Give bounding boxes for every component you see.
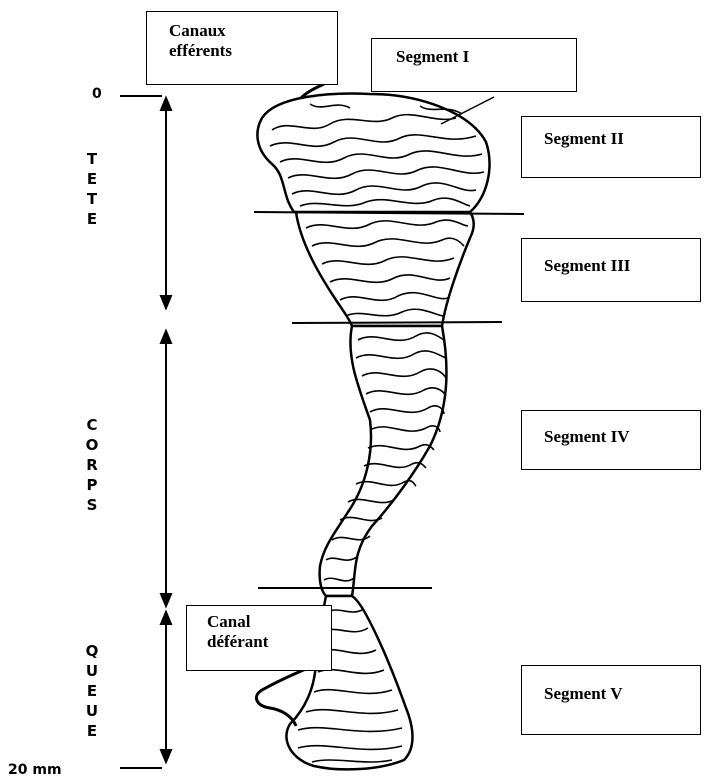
tail-section	[285, 594, 414, 771]
region-letter: E	[86, 722, 98, 740]
label-box-segment-1: Segment I	[371, 38, 577, 92]
tete-arrow	[159, 95, 173, 311]
region-letter: R	[86, 456, 98, 474]
corps-arrow	[159, 328, 173, 609]
region-letter: T	[86, 150, 98, 168]
region-letter: E	[86, 682, 98, 700]
label-box-segment-2: Segment II	[521, 116, 701, 178]
divider-2-3	[253, 211, 525, 215]
region-letter: U	[85, 702, 99, 720]
divider-3-4	[291, 321, 503, 324]
region-letter: S	[86, 496, 98, 514]
region-letter: E	[86, 170, 98, 188]
label-segment-4: Segment IV	[544, 427, 630, 446]
region-letter: Q	[85, 642, 99, 660]
region-letter: E	[86, 210, 98, 228]
head-coils	[269, 103, 485, 207]
label-box-canaux-efferents: Canaux efférents	[146, 11, 338, 85]
queue-arrow	[159, 609, 173, 765]
vas-deferens	[254, 658, 331, 727]
region-letter: P	[86, 476, 98, 494]
region-letter: O	[85, 436, 99, 454]
scale-zero-label: 0	[92, 86, 102, 102]
taper-coils	[305, 219, 469, 317]
label-canaux-efferents: Canaux efférents	[169, 21, 232, 60]
label-box-segment-3: Segment III	[521, 238, 701, 302]
label-segment-5: Segment V	[544, 684, 623, 703]
region-letter: C	[86, 416, 98, 434]
body-coils	[323, 332, 447, 582]
body-section	[318, 324, 448, 598]
region-letter: T	[86, 190, 98, 208]
scale-20mm-label: 20 mm	[8, 762, 62, 778]
label-segment-2: Segment II	[544, 129, 624, 148]
label-box-segment-5: Segment V	[521, 665, 701, 735]
region-letter: U	[85, 662, 99, 680]
label-box-canal-deferant: Canal déférant	[186, 605, 332, 671]
label-box-segment-4: Segment IV	[521, 410, 701, 470]
label-canal-deferant: Canal déférant	[207, 612, 269, 651]
segment-1-pointer	[440, 96, 495, 125]
label-segment-3: Segment III	[544, 256, 631, 275]
label-segment-1: Segment I	[396, 47, 470, 66]
upper-taper	[294, 210, 475, 328]
